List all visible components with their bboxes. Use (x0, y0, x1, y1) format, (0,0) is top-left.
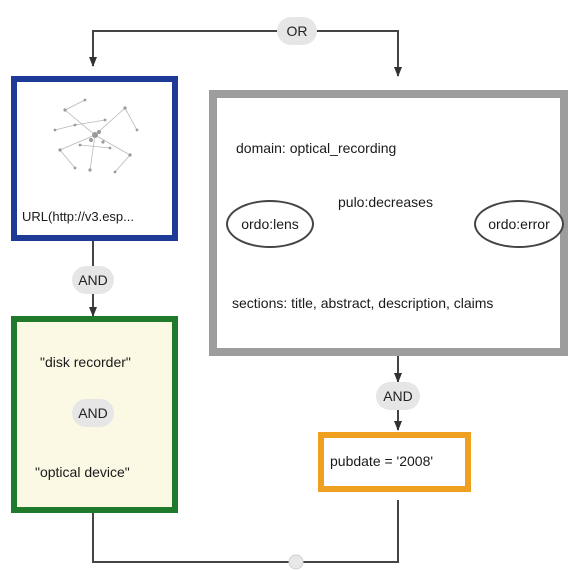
pubdate-box: pubdate = '2008' (318, 432, 471, 492)
join-line (92, 500, 399, 563)
network-graph-thumbnail-icon (53, 98, 139, 174)
join-node (288, 554, 304, 570)
or-branch-right (311, 30, 402, 77)
and-operator-left: AND (72, 266, 114, 294)
pubdate-label: pubdate = '2008' (330, 453, 434, 469)
url-box: URL(http://v3.esp... (11, 76, 178, 241)
or-branch-left (89, 30, 283, 67)
domain-label: domain: optical_recording (236, 140, 397, 156)
keyword-disk-recorder: "disk recorder" (40, 354, 131, 370)
and-operator-inner: AND (72, 399, 114, 427)
relation-label: pulo:decreases (338, 194, 433, 210)
keyword-optical-device: "optical device" (35, 464, 130, 480)
url-caption: URL(http://v3.esp... (22, 209, 134, 224)
object-node: ordo:error (474, 200, 564, 248)
keywords-box (11, 316, 178, 513)
sections-label: sections: title, abstract, description, … (232, 295, 494, 311)
or-operator: OR (277, 17, 317, 45)
and-operator-right: AND (376, 382, 420, 410)
subject-node: ordo:lens (226, 200, 314, 248)
